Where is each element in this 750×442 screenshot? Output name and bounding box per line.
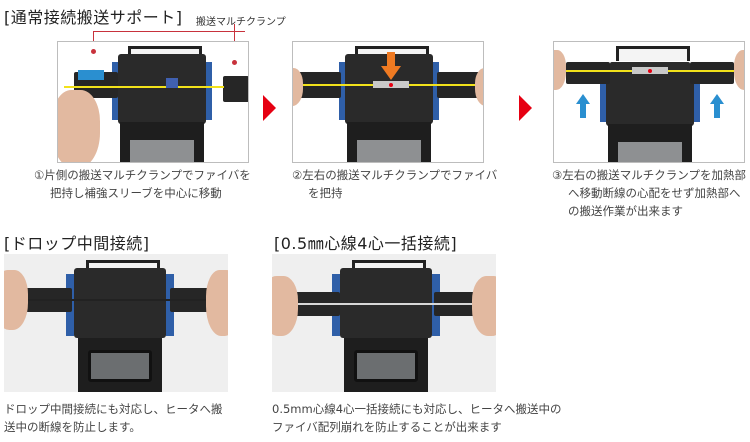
caption-line: へ移動断線の心配をせず加熱部へ	[568, 186, 741, 200]
press-arrow-down-icon	[381, 52, 401, 80]
ribbon-fiber	[272, 303, 496, 305]
machine-blue-rail-right	[206, 62, 212, 120]
caption-line: 0.5mm心線4心一括接続にも対応し、ヒータへ搬送中の	[272, 402, 562, 416]
fiber	[64, 86, 224, 88]
hand-right	[206, 270, 228, 336]
step-3-caption: ③左右の搬送マルチクランプを加熱部 へ移動断線の心配をせず加熱部へ の搬送作業が…	[552, 166, 746, 220]
step-2-caption: ②左右の搬送マルチクランプでファイバ を把持	[292, 166, 497, 202]
step-arrow-icon	[519, 95, 532, 121]
splice-center	[166, 78, 178, 88]
caption-line: の搬送作業が出来ます	[568, 204, 683, 218]
caption-line: 把持し補強スリーブを中心に移動	[50, 186, 222, 200]
caption-line: ドロップ中間接続にも対応し、ヒータへ搬	[4, 402, 223, 416]
drop-cable	[4, 299, 228, 301]
caption-line: ファイバ配列崩れを防止することが出来ます	[272, 420, 502, 434]
machine-top	[118, 54, 206, 124]
step-2-photo	[292, 41, 484, 163]
drop-splice-photo	[4, 254, 228, 392]
step-arrow-icon	[263, 95, 276, 121]
drop-caption: ドロップ中間接続にも対応し、ヒータへ搬 送中の断線を防止します。	[4, 400, 223, 436]
machine-blue-rail-left	[600, 78, 606, 122]
machine-handle	[616, 46, 690, 61]
machine-screen	[88, 350, 152, 382]
callout-dot-right	[232, 60, 237, 65]
machine-screen	[354, 350, 418, 382]
section-heading-ribbon: [0.5㎜心線4心一括接続]	[274, 234, 458, 253]
hand-right	[472, 276, 496, 336]
sleeve-center-dot	[389, 83, 393, 87]
clamp-lever-blue	[78, 70, 104, 80]
machine-top	[606, 68, 694, 126]
hand-left	[272, 276, 298, 336]
machine-screen	[130, 140, 194, 162]
hand-left	[58, 90, 100, 162]
hand-left	[554, 50, 566, 90]
step-3-photo	[553, 41, 745, 163]
sleeve-center-dot	[648, 69, 652, 73]
step-1-caption: ①片側の搬送マルチクランプでファイバを 把持し補強スリーブを中心に移動	[34, 166, 251, 202]
callout-dot-left	[91, 49, 96, 54]
machine-screen	[357, 140, 421, 162]
ribbon-splice-photo	[272, 254, 496, 392]
lift-arrow-up-icon-right	[710, 94, 724, 118]
machine-blue-rail-left	[339, 62, 345, 120]
step-1-photo	[57, 41, 249, 163]
caption-line: ①片側の搬送マルチクランプでファイバを	[34, 168, 251, 182]
machine-top	[74, 268, 166, 338]
section-heading-normal: [通常接続搬送サポート]	[4, 8, 183, 27]
transport-clamp-left	[566, 62, 610, 84]
caption-line: を把持	[308, 186, 343, 200]
machine-blue-rail-right	[694, 78, 700, 122]
machine-screen	[618, 142, 682, 162]
machine-blue-rail-right	[433, 62, 439, 120]
transport-clamp-right	[690, 62, 734, 84]
hand-right	[475, 68, 483, 106]
transport-clamp-right	[223, 76, 248, 102]
lift-arrow-up-icon-left	[576, 94, 590, 118]
caption-line: ②左右の搬送マルチクランプでファイバ	[292, 168, 498, 182]
caption-line: 送中の断線を防止します。	[4, 420, 141, 434]
ribbon-caption: 0.5mm心線4心一括接続にも対応し、ヒータへ搬送中の ファイバ配列崩れを防止す…	[272, 400, 562, 436]
hand-left	[293, 68, 303, 106]
section-heading-drop: [ドロップ中間接続]	[4, 234, 150, 253]
callout-label-transport-clamp: 搬送マルチクランプ	[196, 17, 286, 28]
hand-left	[4, 270, 28, 330]
hand-right	[734, 50, 744, 90]
caption-line: ③左右の搬送マルチクランプを加熱部	[552, 168, 746, 182]
callout-line-horizontal	[93, 31, 245, 32]
